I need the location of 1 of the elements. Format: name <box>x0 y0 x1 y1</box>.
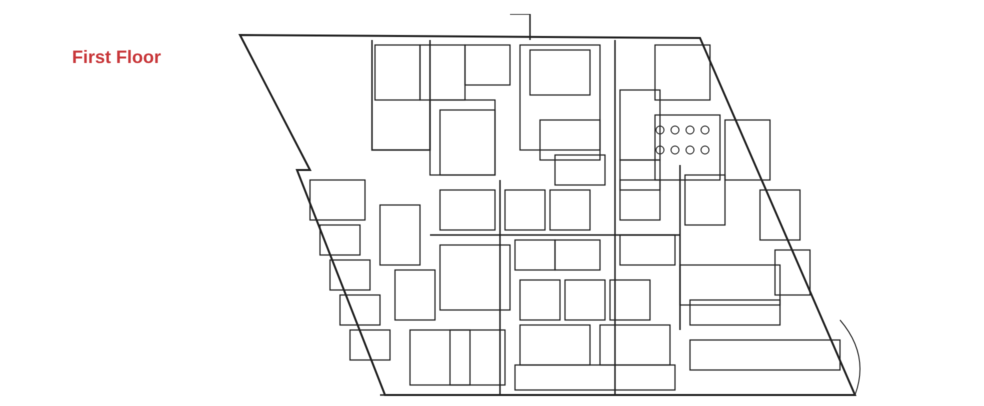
floor-title: First Floor <box>72 47 161 68</box>
